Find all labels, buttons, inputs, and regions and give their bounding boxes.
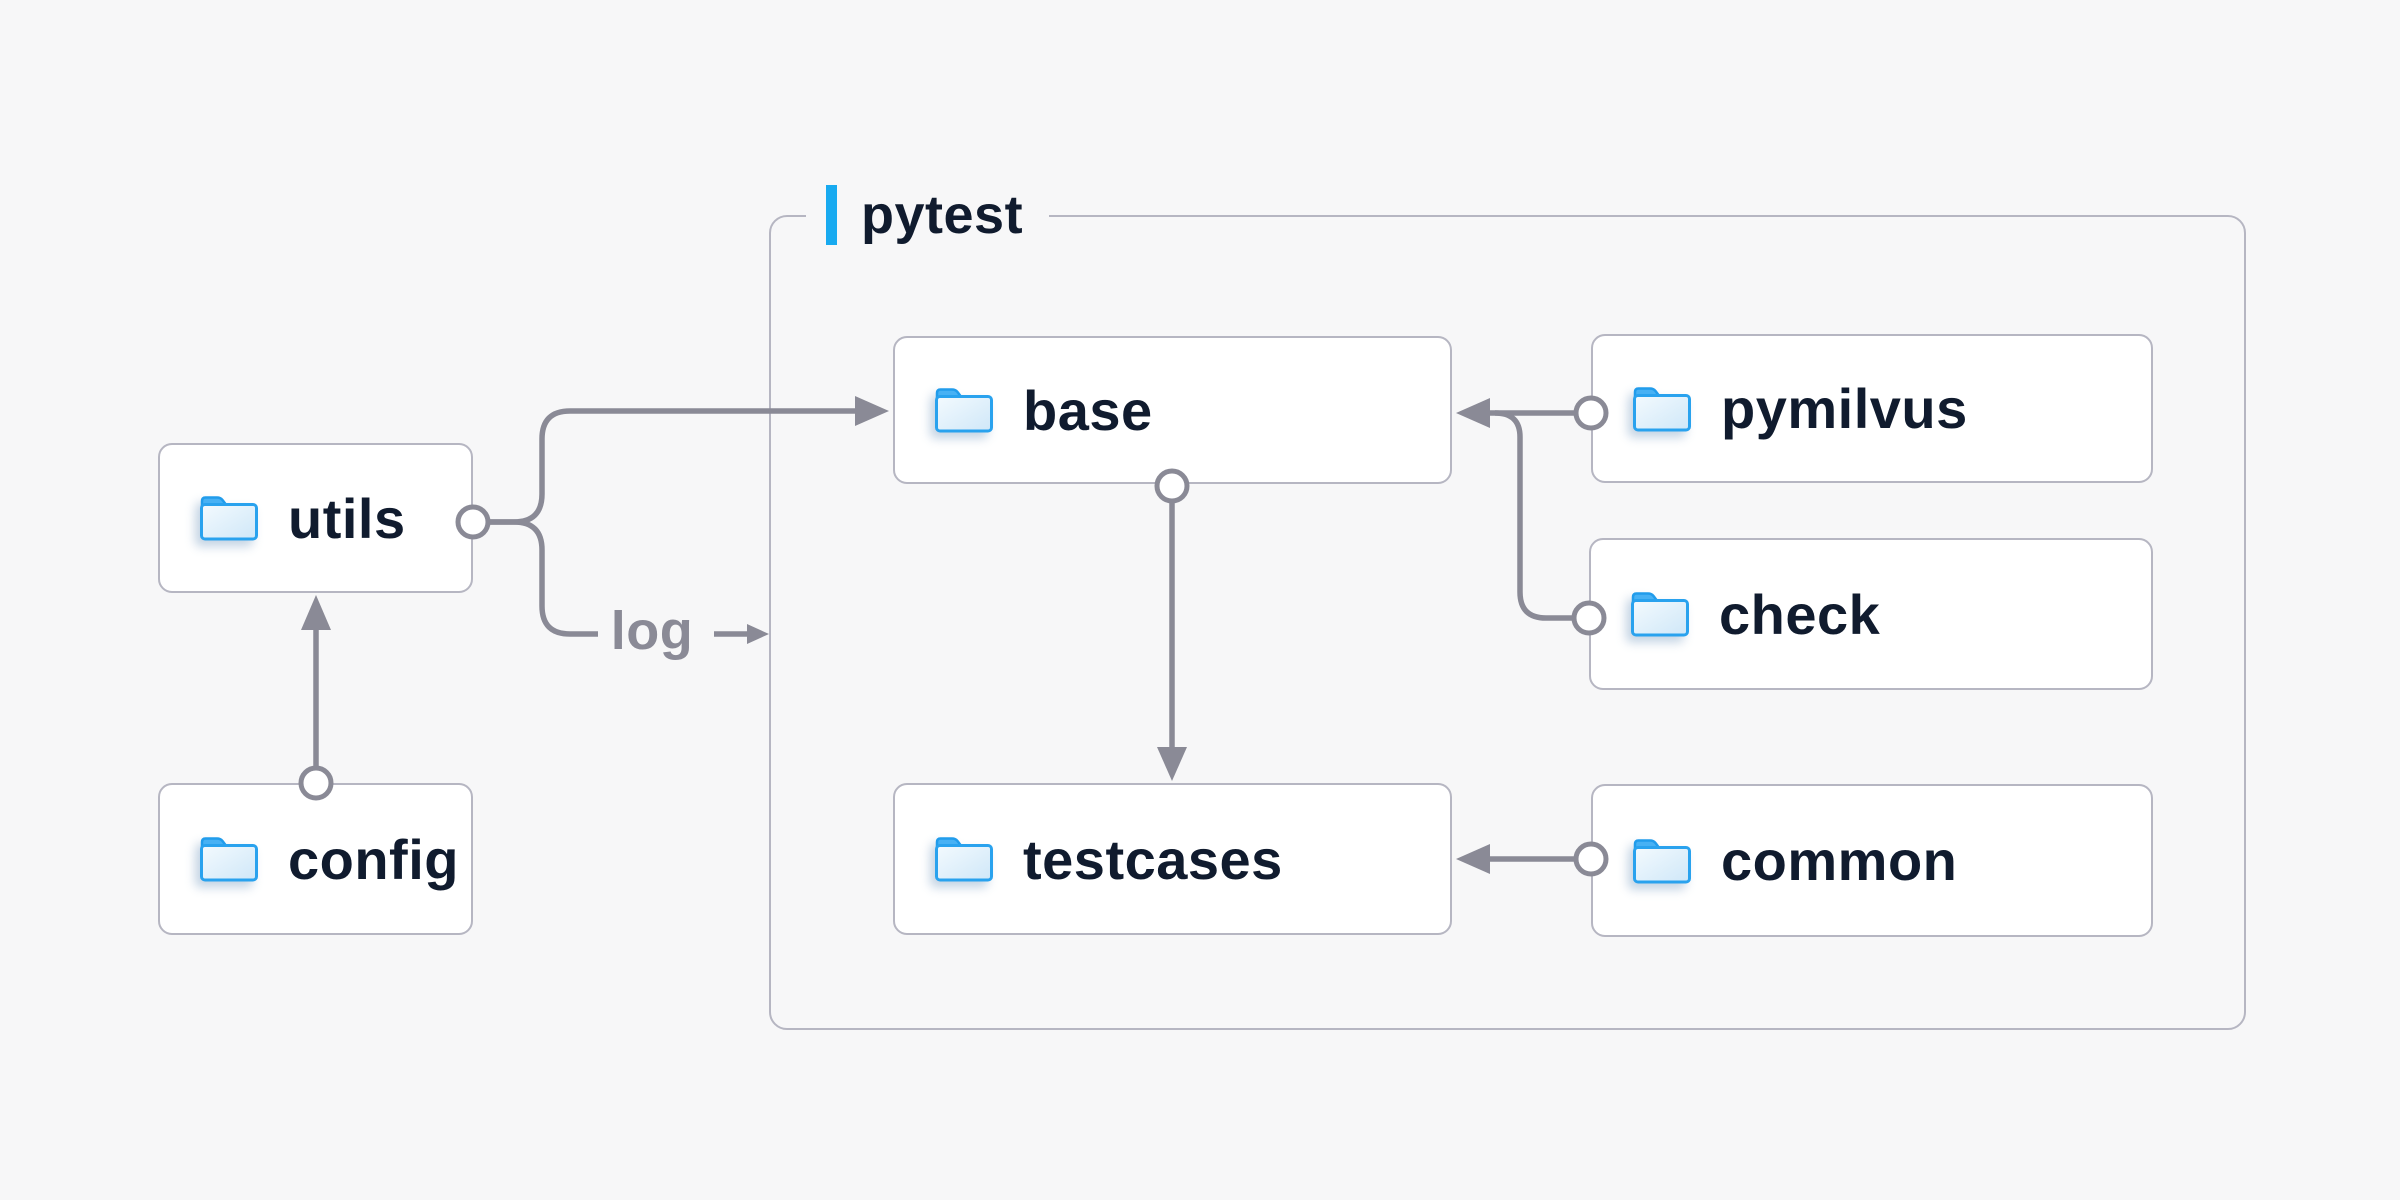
- folder-icon: [935, 388, 993, 433]
- container-label: pytest: [861, 185, 1024, 245]
- node-label: check: [1719, 582, 1881, 646]
- node-config: config: [158, 783, 473, 935]
- node-label: config: [288, 827, 459, 891]
- node-pymilvus: pymilvus: [1591, 334, 2153, 483]
- node-common: common: [1591, 784, 2153, 937]
- accent-bar: [826, 185, 837, 245]
- folder-icon: [1631, 592, 1689, 637]
- node-label: testcases: [1023, 827, 1283, 891]
- folder-icon: [200, 837, 258, 882]
- pytest-container: [769, 215, 2246, 1030]
- node-label: utils: [288, 486, 406, 550]
- arrowhead-config-utils: [301, 595, 331, 630]
- node-utils: utils: [158, 443, 473, 593]
- container-label-group: pytest: [806, 183, 1050, 247]
- node-label: base: [1023, 378, 1153, 442]
- folder-icon: [935, 837, 993, 882]
- node-label: pymilvus: [1721, 377, 1968, 440]
- node-check: check: [1589, 538, 2153, 690]
- edge-label-log: log: [610, 601, 694, 661]
- folder-icon: [200, 496, 258, 541]
- node-label: common: [1721, 829, 1958, 892]
- edge-utils-log: [488, 519, 598, 637]
- folder-icon: [1633, 838, 1691, 883]
- folder-icon: [1633, 386, 1691, 431]
- node-base: base: [893, 336, 1452, 484]
- node-testcases: testcases: [893, 783, 1452, 935]
- arrowhead-log-container: [747, 624, 769, 644]
